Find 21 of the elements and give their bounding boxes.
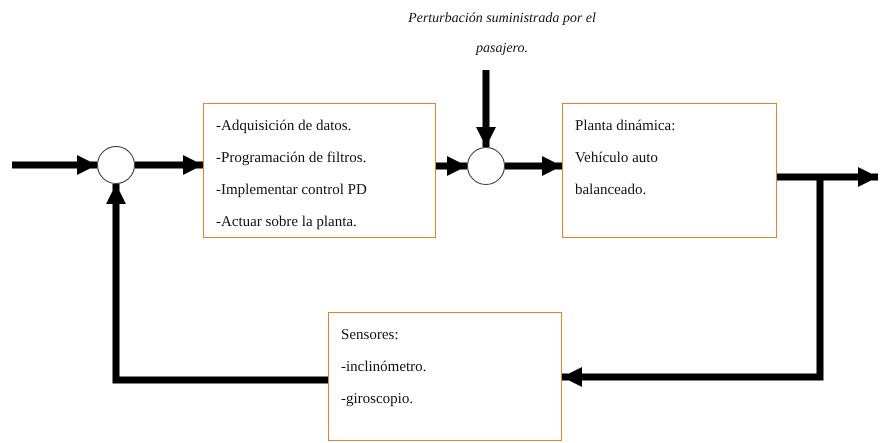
arrow bbox=[436, 156, 467, 176]
arrow bbox=[12, 155, 97, 175]
summing-junction bbox=[467, 147, 505, 185]
block-text: -giroscopio. bbox=[341, 390, 414, 409]
arrow bbox=[476, 70, 496, 147]
summing-junction bbox=[97, 146, 135, 184]
block-text: -Adquisición de datos. bbox=[216, 117, 352, 136]
block-text: -Implementar control PD bbox=[216, 181, 367, 200]
block-box bbox=[328, 312, 562, 441]
block-text: Sensores: bbox=[341, 326, 398, 345]
block-text: -Programación de filtros. bbox=[216, 149, 366, 168]
arrow bbox=[505, 156, 562, 176]
arrow bbox=[135, 155, 203, 175]
block-text: -inclinómetro. bbox=[341, 358, 426, 377]
block-text: Planta dinámica: bbox=[575, 117, 676, 136]
block-text: Vehículo auto balanceado. bbox=[575, 149, 659, 200]
disturbance-note: Perturbación suministrada por el pasajero. bbox=[407, 10, 597, 58]
block-text: -Actuar sobre la planta. bbox=[216, 213, 357, 232]
block-box bbox=[562, 103, 777, 238]
block-box bbox=[203, 103, 436, 238]
arrow bbox=[106, 184, 328, 384]
